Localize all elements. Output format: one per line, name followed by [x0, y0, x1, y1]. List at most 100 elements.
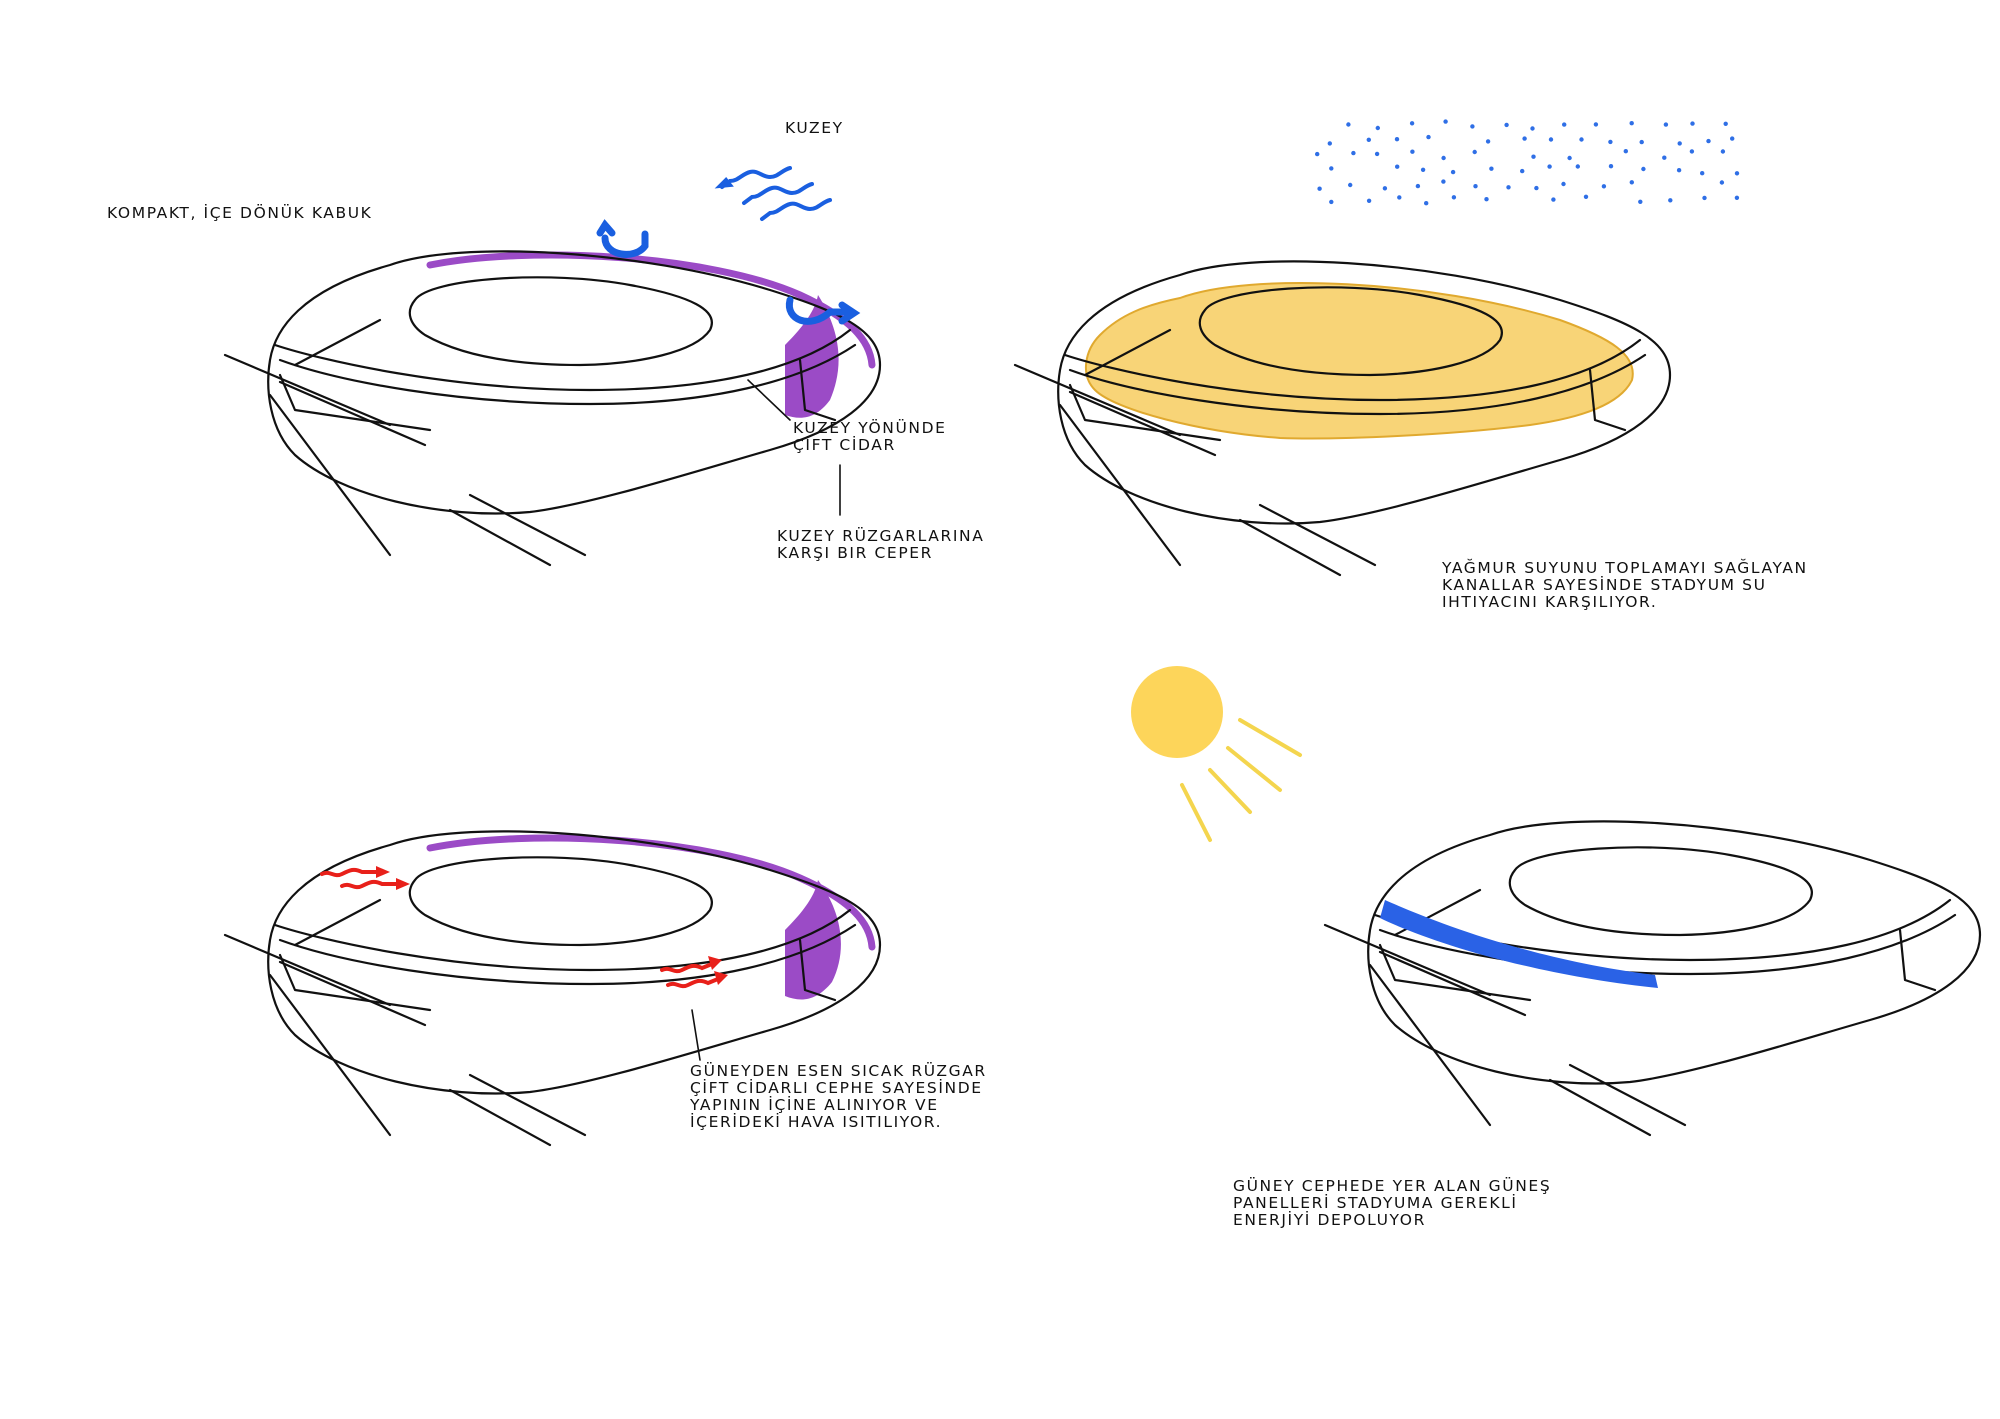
rain-drop: [1415, 183, 1421, 189]
rain-drop: [1329, 199, 1334, 205]
rain-drop: [1734, 171, 1740, 176]
rain-drop: [1366, 137, 1372, 142]
deflection-arrows: [596, 219, 861, 325]
rain-drop: [1441, 179, 1446, 184]
rain-drop: [1375, 125, 1381, 131]
rain-drop: [1473, 184, 1478, 189]
rain-note-line-3: IHTIYACINI KARŞILIYOR.: [1442, 593, 1658, 611]
rain-drop: [1579, 137, 1584, 142]
rain-drop: [1348, 182, 1353, 188]
warm-note-line-4: İÇERİDEKİ HAVA ISITILIYOR.: [690, 1113, 943, 1131]
warm-note-line-1: GÜNEYDEN ESEN SICAK RÜZGAR: [690, 1062, 987, 1080]
rain-drop: [1366, 198, 1372, 203]
solar-note-line-2: PANELLERİ STADYUMA GEREKLİ: [1233, 1194, 1518, 1212]
rain-drop: [1551, 197, 1556, 202]
rain-drop: [1548, 137, 1554, 142]
rain-drop: [1451, 195, 1457, 200]
rain-drop: [1520, 168, 1525, 174]
rain-drop: [1315, 151, 1320, 157]
sun-rays: [1180, 718, 1302, 842]
double-wall-south: [426, 834, 876, 951]
rain-drop: [1374, 151, 1380, 157]
rain-drop: [1470, 124, 1475, 129]
rain-drop: [1530, 126, 1535, 131]
rain-drop: [1608, 164, 1614, 169]
rain-drop: [1700, 171, 1705, 176]
rain-drop: [1394, 137, 1400, 142]
rain-drop: [1534, 185, 1539, 191]
rain-drop: [1410, 149, 1415, 154]
rain-drop: [1638, 199, 1643, 204]
rain-drop: [1489, 166, 1494, 171]
wall-note-line-2: ÇİFT CİDAR: [793, 436, 896, 454]
stadium-rain: [1013, 260, 1672, 577]
rain-drop: [1689, 149, 1695, 154]
stadium-warm: [223, 830, 882, 1147]
rain-drop: [1601, 184, 1607, 189]
rain-drop: [1346, 122, 1351, 127]
rain-drop: [1575, 164, 1581, 169]
leader-line-1: [747, 379, 791, 421]
rain-drop: [1567, 155, 1572, 161]
rain-drop: [1562, 122, 1567, 127]
rain-drops: [1315, 119, 1740, 206]
double-wall-fill: [785, 295, 839, 418]
rain-drop: [1668, 198, 1673, 203]
double-wall-fill-south: [785, 880, 841, 1000]
rain-drop: [1409, 121, 1415, 126]
rain-drop: [1690, 121, 1695, 126]
rain-drop: [1641, 166, 1646, 172]
rain-note-line-1: YAĞMUR SUYUNU TOPLAMAYI SAĞLAYAN: [1442, 559, 1808, 577]
rain-drop: [1719, 180, 1725, 185]
rain-drop: [1450, 169, 1456, 175]
rain-drop: [1662, 155, 1667, 160]
rain-drop: [1426, 134, 1431, 140]
rain-drop: [1639, 139, 1644, 145]
rain-drop: [1623, 149, 1629, 154]
rain-drop: [1677, 141, 1682, 146]
solar-panel-strip: [1380, 900, 1658, 988]
rain-drop: [1561, 181, 1566, 187]
rain-drop: [1730, 136, 1735, 141]
rain-drop: [1327, 141, 1333, 146]
north-wind-arrows: [714, 166, 832, 221]
rain-drop: [1441, 155, 1446, 161]
rain-drop: [1329, 166, 1334, 171]
rain-drop: [1547, 164, 1552, 169]
wind-note-line-2: KARŞI BIR CEPER: [777, 544, 934, 562]
rain-drop: [1395, 164, 1400, 169]
label-compact-shell: KOMPAKT, İÇE DÖNÜK KABUK: [107, 204, 373, 222]
rain-drop: [1583, 194, 1589, 199]
rain-drop: [1382, 186, 1388, 191]
stadium-solar: [1323, 820, 1982, 1137]
label-north: KUZEY: [785, 119, 844, 137]
rain-drop: [1317, 186, 1322, 191]
rain-drop: [1676, 168, 1682, 173]
warm-note-line-2: ÇİFT CİDARLI CEPHE SAYESİNDE: [690, 1079, 983, 1097]
rain-drop: [1629, 180, 1635, 185]
leader-line-3: [691, 1009, 701, 1061]
rain-note-line-2: KANALLAR SAYESİNDE STADYUM SU: [1442, 576, 1767, 594]
rain-drop: [1420, 167, 1426, 172]
label-north-wind-barrier: KUZEY RÜZGARLARINA KARŞI BIR CEPER: [777, 528, 984, 562]
rain-channel-glow: [1084, 281, 1634, 440]
rain-drop: [1702, 195, 1707, 201]
rain-drop: [1531, 154, 1536, 159]
stadium-compact: [223, 250, 882, 567]
label-rainwater: YAĞMUR SUYUNU TOPLAMAYI SAĞLAYAN KANALLA…: [1442, 560, 1808, 611]
rain-drop: [1485, 139, 1491, 144]
label-solar: GÜNEY CEPHEDE YER ALAN GÜNEŞ PANELLERİ S…: [1233, 1178, 1551, 1229]
rain-drop: [1608, 139, 1613, 145]
label-double-wall-north: KUZEY YÖNÜNDE ÇİFT CİDAR: [793, 420, 947, 454]
rain-drop: [1706, 138, 1711, 144]
rain-drop: [1504, 122, 1509, 128]
rain-drop: [1522, 136, 1527, 141]
wall-note-line-1: KUZEY YÖNÜNDE: [793, 419, 947, 437]
double-wall-north: [426, 251, 876, 369]
rain-drop: [1723, 121, 1728, 127]
rain-drop: [1484, 197, 1489, 202]
label-warm-wind: GÜNEYDEN ESEN SICAK RÜZGAR ÇİFT CİDARLI …: [690, 1063, 987, 1131]
rain-drop: [1506, 185, 1511, 190]
